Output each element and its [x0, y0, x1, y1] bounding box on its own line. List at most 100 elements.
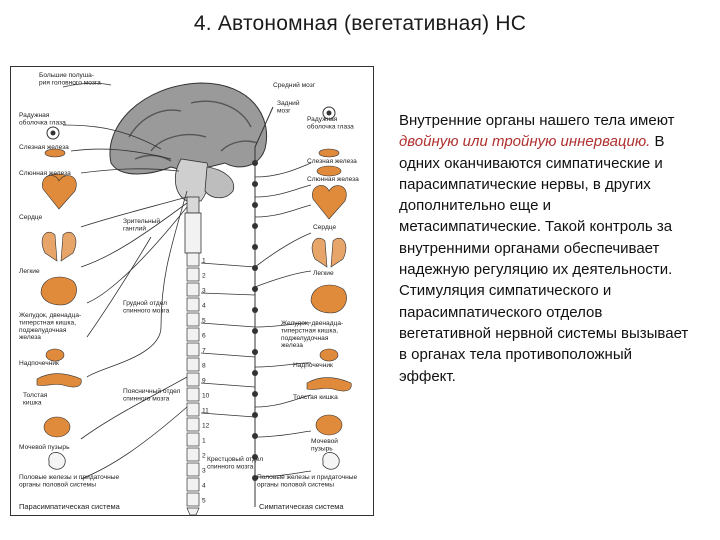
- paragraph-1-start: Внутренние органы нашего тела имеют: [399, 112, 675, 129]
- paragraph-1-end: В одних оканчиваются симпатические и пар…: [399, 133, 673, 279]
- vertebra: [186, 432, 200, 447]
- center-organ-label: Средний мозг: [273, 81, 316, 89]
- spine-number: 5: [202, 318, 206, 325]
- left-organ-label: Желудок, двенадца-типерстная кишка,подже…: [19, 312, 81, 341]
- left-organ-label: Легкие: [19, 268, 40, 275]
- slide-title: 4. Автономная (вегетативная) НС: [193, 12, 527, 35]
- ganglion-node: [252, 223, 258, 229]
- spine-number: 2: [202, 453, 206, 460]
- spine-number: 11: [202, 408, 209, 415]
- spine-number: 7: [202, 348, 206, 355]
- vertebra: [186, 327, 200, 342]
- vertebra: [186, 297, 200, 312]
- spine-number: 1: [202, 438, 206, 445]
- spine-number: 1: [202, 258, 206, 265]
- ganglion-node: [252, 370, 258, 376]
- paragraph-1-emphasis: двойную или тройную иннервацию.: [399, 133, 651, 151]
- vertebra: [186, 372, 200, 387]
- left-organ-label: Надпочечник: [19, 360, 59, 367]
- ganglion-node: [252, 454, 258, 460]
- paragraph-2: Стимуляция симпатического и парасимпатич…: [399, 282, 689, 385]
- paragraph-1: Внутренние органы нашего тела имеют двой…: [399, 110, 689, 280]
- parasympathetic-caption: Парасимпатическая система: [19, 502, 121, 511]
- vertebra: [186, 312, 200, 327]
- ganglion-node: [252, 160, 258, 166]
- vertebra: [186, 477, 200, 492]
- spine-number: 4: [202, 303, 206, 310]
- salivary-gland-right-icon: [316, 165, 342, 177]
- spine-number: 2: [202, 273, 206, 280]
- vertebra: [186, 462, 200, 477]
- spine-number: 12: [202, 423, 210, 430]
- left-organ-label: Мочевой пузырь: [19, 443, 70, 451]
- vertebra: [186, 282, 200, 297]
- vertebra: [186, 267, 200, 282]
- lacrimal-gland-left-icon: [44, 148, 66, 158]
- ganglion-node: [252, 349, 258, 355]
- left-organ-label: Сердце: [19, 214, 42, 221]
- vertebra: [186, 342, 200, 357]
- ganglion-node: [252, 307, 258, 313]
- lacrimal-gland-right-icon: [318, 148, 340, 158]
- description-text: Внутренние органы нашего тела имеют двой…: [399, 110, 689, 387]
- spine-number: 3: [202, 468, 206, 475]
- left-organ-label: Слюнная железа: [19, 170, 71, 177]
- ganglion-node: [252, 202, 258, 208]
- ganglion-node: [252, 391, 258, 397]
- ganglion-node: [252, 286, 258, 292]
- nerve-paths: [62, 82, 312, 480]
- heart-right-icon: [312, 185, 347, 220]
- ganglion-node: [252, 181, 258, 187]
- adrenal-right-icon: [319, 348, 339, 362]
- right-organ-label: Толстая кишка: [293, 394, 338, 401]
- ganglion-node: [252, 328, 258, 334]
- heart-left-icon: [42, 175, 77, 210]
- spine-number: 9: [202, 378, 206, 385]
- sacrum: [186, 507, 200, 516]
- stomach-right-icon: [310, 284, 347, 314]
- genitals-right-icon: [322, 452, 340, 470]
- ganglion-node: [252, 475, 258, 481]
- spine-number: 3: [202, 288, 206, 295]
- bladder-left-icon: [43, 416, 71, 438]
- right-organ-label: Слюнная железа: [307, 176, 359, 183]
- vertebra: [186, 252, 200, 267]
- ganglion-node: [252, 265, 258, 271]
- spine-number: 5: [202, 498, 206, 505]
- brain-illustration: [109, 82, 268, 214]
- vertebra: [186, 492, 200, 507]
- ganglion-node: [252, 244, 258, 250]
- spine-number: 10: [202, 393, 210, 400]
- right-organ-label: Легкие: [313, 270, 334, 277]
- left-organ-label: Большие полуша-рия головного мозга: [39, 72, 101, 86]
- right-organ-label: Слезная железа: [307, 158, 357, 165]
- adrenal-left-icon: [45, 348, 65, 362]
- right-organ-label: Сердце: [313, 224, 336, 231]
- vertebra: [186, 387, 200, 402]
- stomach-left-icon: [40, 276, 77, 306]
- organs-right: [306, 106, 352, 470]
- vertebra: [186, 447, 200, 462]
- vertebra: [186, 402, 200, 417]
- genitals-left-icon: [48, 452, 66, 470]
- spine-number: 4: [202, 483, 206, 490]
- colon-right-icon: [306, 377, 352, 392]
- lungs-right-icon: [311, 237, 347, 268]
- right-organ-label: Желудок, двенадца-типерстная кишка,подже…: [281, 320, 343, 349]
- ganglion-node: [252, 433, 258, 439]
- sympathetic-chain: [252, 106, 274, 507]
- right-organ-label: Надпочечник: [293, 362, 333, 369]
- left-organ-label: Слезная железа: [19, 144, 69, 151]
- bladder-right-icon: [315, 414, 343, 436]
